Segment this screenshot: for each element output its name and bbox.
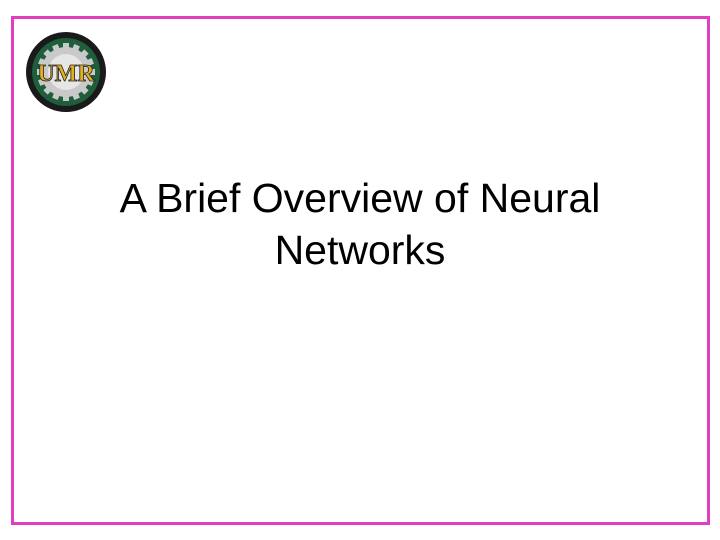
svg-text:UMR: UMR [37,61,95,87]
slide-title: A Brief Overview of Neural Networks [60,172,660,276]
title-line-1: A Brief Overview of Neural [119,175,601,221]
university-logo: UMR [25,31,107,113]
slide-border [11,16,710,525]
title-line-2: Networks [274,227,446,273]
